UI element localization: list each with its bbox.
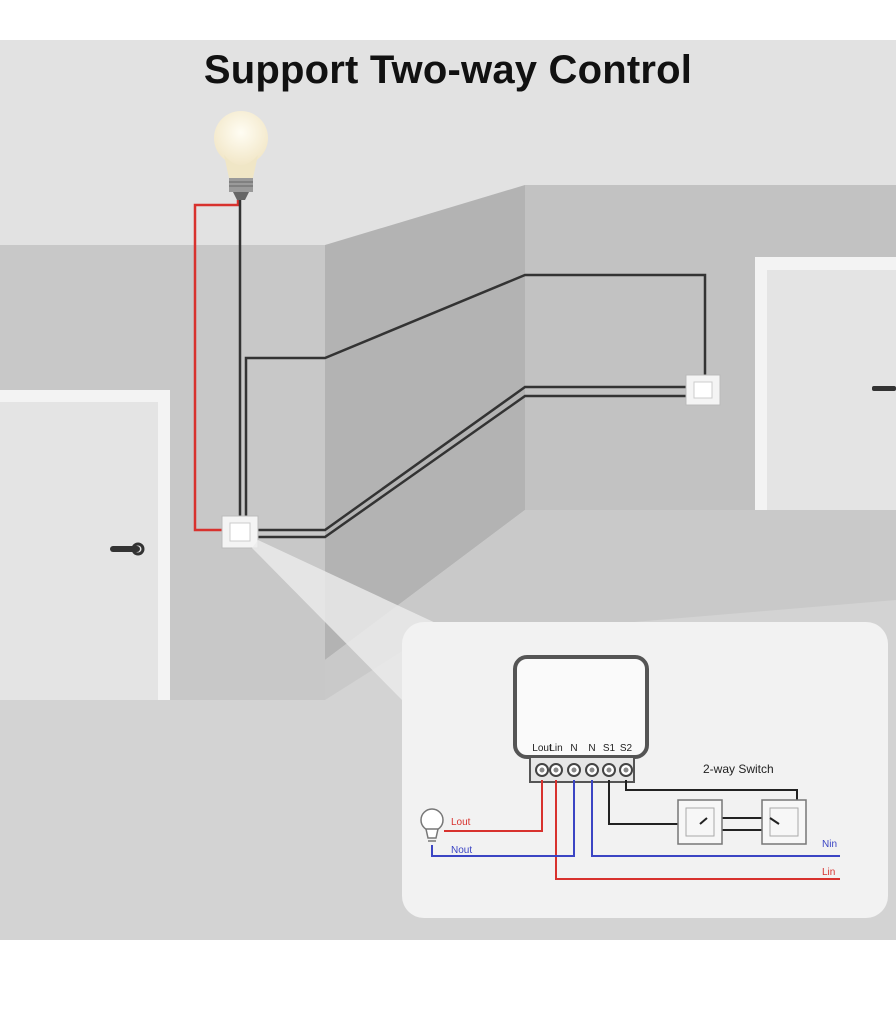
two-way-switch-icon	[761, 799, 807, 845]
lin-label: Lin	[822, 867, 835, 878]
right-door	[755, 257, 896, 510]
terminal-screw-head	[553, 767, 559, 773]
terminal-label: S2	[620, 743, 633, 754]
terminal-screw-head	[571, 767, 577, 773]
nin-label: Nin	[822, 839, 837, 850]
room-wiring	[193, 200, 707, 539]
lout-label: Lout	[451, 817, 471, 828]
wall-switch-icon	[221, 515, 259, 549]
terminal-label: N	[570, 743, 577, 754]
module-terminals	[535, 763, 633, 777]
nout-label: Nout	[451, 845, 472, 856]
light-bulb-icon	[420, 808, 444, 842]
door-handle-icon	[110, 546, 140, 552]
terminal-screw-head	[539, 767, 545, 773]
terminal-screw-head	[589, 767, 595, 773]
corridor-side-wall	[325, 185, 525, 660]
terminal-screw-head	[606, 767, 612, 773]
smart-module	[513, 655, 649, 759]
ceiling	[0, 40, 896, 245]
terminal-label: Lout	[532, 743, 552, 754]
two-way-switch-label: 2-way Switch	[703, 762, 774, 776]
page-title: Support Two-way Control	[203, 48, 693, 92]
terminal-label: Lin	[549, 743, 562, 754]
terminal-label: S1	[603, 743, 616, 754]
zoom-cone	[252, 540, 440, 700]
door-handle-icon	[872, 386, 896, 391]
left-door	[0, 390, 170, 700]
terminal-label: N	[588, 743, 595, 754]
terminal-screw-head	[623, 767, 629, 773]
light-bulb-icon	[214, 111, 268, 200]
two-way-switch-icon	[677, 799, 723, 845]
wall-switch-icon	[685, 374, 721, 406]
